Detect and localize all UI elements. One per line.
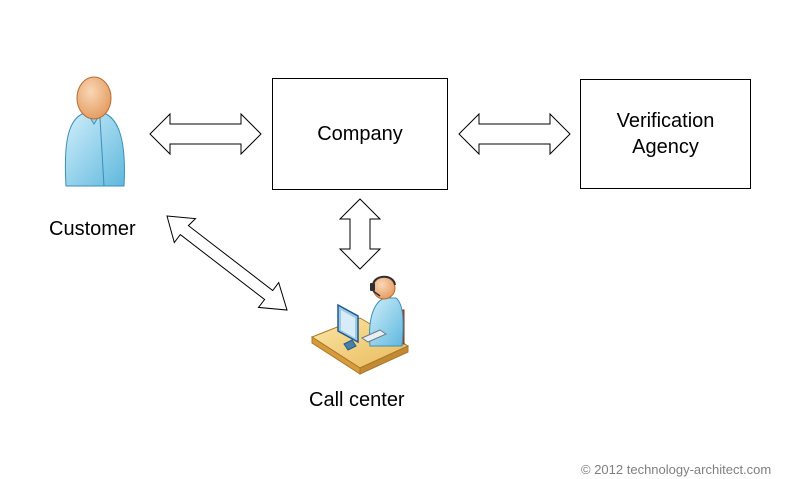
arrow-customer-callcenter (166, 215, 288, 311)
call-center-agent-icon (310, 275, 410, 375)
person-icon (64, 76, 125, 187)
customer-label: Customer (49, 218, 136, 240)
copyright-notice: © 2012 technology-architect.com (581, 462, 772, 477)
arrow-company-verification (458, 112, 571, 156)
call-center-label: Call center (309, 389, 405, 411)
verification-agency-box: Verification Agency (580, 79, 751, 189)
arrow-company-callcenter (338, 198, 382, 270)
company-label: Company (317, 123, 403, 145)
arrow-customer-company (149, 112, 262, 156)
verification-agency-label-line1: Verification (616, 110, 715, 132)
company-box: Company (272, 78, 448, 190)
verification-agency-label-line2: Agency (632, 136, 699, 158)
